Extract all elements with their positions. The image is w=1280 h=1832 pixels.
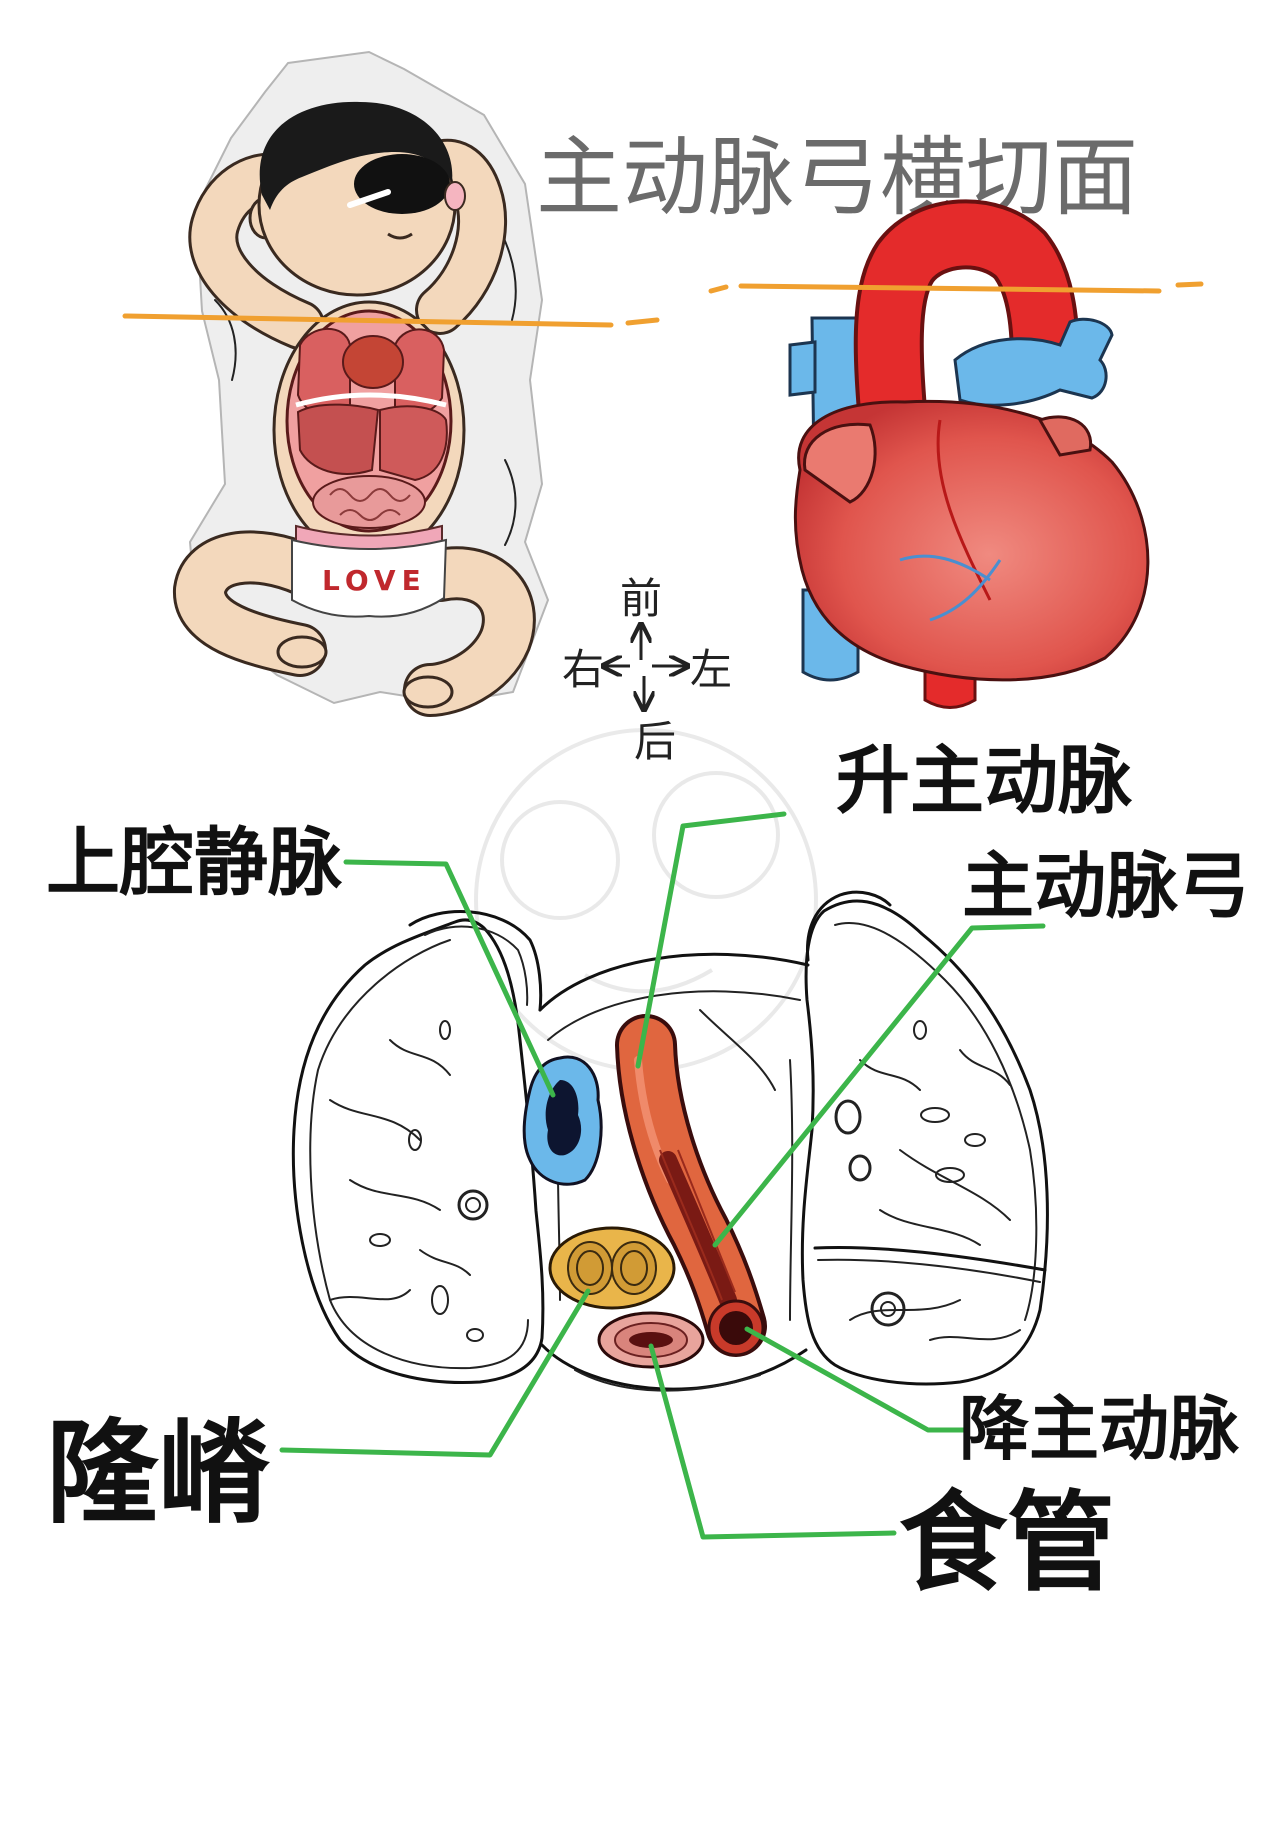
leader-carina <box>279 1288 591 1458</box>
right-vessel-3 <box>466 1328 484 1342</box>
pulmonary-artery <box>953 317 1114 407</box>
left-main-bronchus-lumen <box>620 1250 648 1286</box>
left-vessel-3 <box>964 1133 986 1147</box>
coronary-vein-2 <box>899 554 991 582</box>
left-lung-apex-cap <box>805 890 892 962</box>
label-superior-vena-cava: 上腔静脉 <box>46 820 343 906</box>
left-vessel-4 <box>913 1020 927 1040</box>
section-line-heart <box>738 283 1162 294</box>
label-esophagus: 食管 <box>899 1481 1115 1606</box>
left-lung-fissure-inner <box>817 1258 1041 1283</box>
direction-posterior: 后 <box>634 717 676 766</box>
baby-hair <box>259 101 453 210</box>
right-main-bronchus <box>567 1241 613 1295</box>
section-line-baby <box>122 313 614 328</box>
left-vessel-2 <box>935 1167 965 1183</box>
label-aortic-arch: 主动脉弓 <box>962 844 1250 928</box>
label-descending-aorta: 降主动脉 <box>959 1388 1240 1470</box>
baby-right-foot <box>402 675 454 709</box>
right-bronchus-lumen <box>465 1197 481 1213</box>
label-carina: 隆嵴 <box>46 1409 270 1539</box>
watermark-mouth <box>584 968 714 994</box>
descending-aorta-lumen <box>719 1311 753 1345</box>
baby-intestine-loops <box>329 488 411 521</box>
left-vessel-1 <box>920 1107 950 1123</box>
baby-illustration: LOVE <box>173 50 550 717</box>
direction-left: 左 <box>690 645 732 694</box>
baby-mouth <box>387 232 413 240</box>
coronary-artery <box>936 419 992 601</box>
sunglasses-icon <box>354 154 450 214</box>
sunglasses-strap <box>347 189 391 208</box>
left-bronchus-2 <box>848 1154 872 1182</box>
figure-title: 主动脉弓横切面 <box>536 128 1138 228</box>
right-lung-vessel-lines <box>329 1039 471 1301</box>
section-line-heart-dash-left <box>708 284 729 294</box>
baby-diaper <box>291 538 448 618</box>
aortic-arch-lumen <box>659 1151 737 1309</box>
baby-left-arm <box>191 155 322 347</box>
right-main-bronchus-lumen <box>576 1250 604 1286</box>
lung-markings <box>329 1020 1021 1342</box>
left-lung-vessel-lines <box>849 1049 1021 1341</box>
posterior-mediastinum <box>540 1343 808 1391</box>
watermark-eye-left <box>500 800 620 920</box>
baby-right-leg <box>406 549 533 714</box>
left-atrial-appendage <box>1037 415 1093 457</box>
left-main-bronchus <box>611 1241 657 1295</box>
left-lower-bronchus-lumen <box>880 1301 896 1317</box>
left-bronchus-1 <box>834 1099 862 1135</box>
baby-heart <box>342 335 404 389</box>
aortic-arch-wall-lines <box>659 1149 736 1301</box>
section-line-heart-dash-right <box>1175 281 1204 288</box>
anterior-mediastinum <box>538 952 810 1012</box>
leader-esophagus <box>648 1343 897 1540</box>
right-vessel-5 <box>439 1020 451 1040</box>
leader-descending-aorta <box>744 1326 969 1433</box>
baby-stomach <box>379 405 448 482</box>
baby-hand <box>444 181 466 211</box>
coronary-vein-1 <box>929 559 1002 622</box>
superior-vena-cava-lumen <box>545 1080 582 1156</box>
left-lung <box>800 899 1049 1386</box>
label-ascending-aorta: 升主动脉 <box>836 738 1133 824</box>
right-lung-apex-cap <box>408 910 543 1012</box>
watermark-eye-right <box>652 771 780 899</box>
right-atrium <box>802 422 877 504</box>
leader-ascending-aorta <box>635 811 787 1069</box>
direction-right: 右 <box>562 645 604 694</box>
leader-superior-vena-cava <box>343 859 556 1098</box>
right-vessel-2 <box>431 1285 449 1315</box>
anterior-mediastinum-inner <box>547 990 801 1041</box>
baby-liver <box>296 403 380 475</box>
leader-aortic-arch <box>712 923 1046 1248</box>
left-lung-inner-pleura <box>834 922 1038 1321</box>
section-line-baby-dash <box>625 317 660 326</box>
heart-body <box>793 399 1150 682</box>
baby-diaphragm <box>295 392 447 408</box>
esophagus-lumen <box>629 1332 673 1348</box>
direction-anterior: 前 <box>620 574 662 623</box>
right-bronchus-ring <box>457 1189 489 1221</box>
vertebral-outline <box>574 1369 761 1392</box>
heart-illustration <box>788 199 1150 709</box>
right-lung-inner-pleura <box>309 939 529 1370</box>
heart-aortic-arch <box>857 203 1076 453</box>
left-lung-fissure <box>813 1245 1047 1272</box>
diaper-text: LOVE <box>322 564 427 597</box>
right-lung-apex-cap-inner <box>424 925 529 1006</box>
baby-left-foot <box>276 635 328 669</box>
right-vessel-1 <box>369 1233 391 1247</box>
orientation-compass: 前 右 左 后 <box>562 574 732 766</box>
cross-section <box>291 890 1049 1392</box>
baby-right-arm <box>418 141 505 332</box>
baby-left-leg <box>176 533 329 674</box>
heart-svc-branch <box>788 340 817 397</box>
